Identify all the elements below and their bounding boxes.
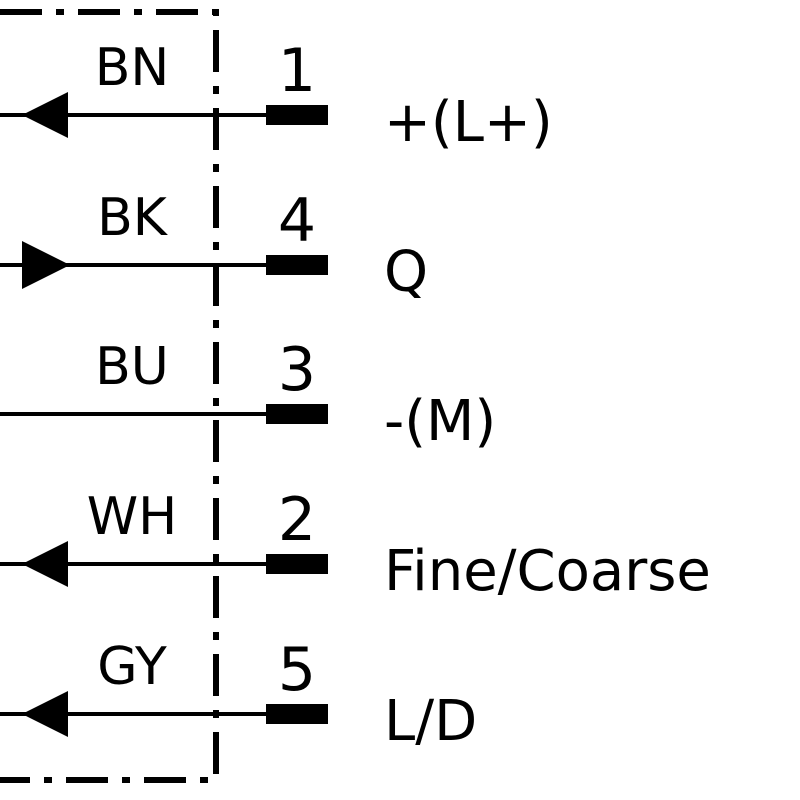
pin-number-label: 2 bbox=[278, 485, 316, 555]
wire-color-label: GY bbox=[97, 637, 167, 697]
wire-color-label: BU bbox=[95, 337, 169, 397]
pin-terminal bbox=[266, 554, 328, 574]
arrow-right-icon bbox=[22, 241, 70, 289]
housing-outline bbox=[0, 9, 219, 783]
pin-terminal bbox=[266, 105, 328, 125]
connection-row: BK 4Q bbox=[0, 186, 428, 305]
signal-label: -(M) bbox=[384, 389, 496, 454]
pin-number-label: 5 bbox=[278, 635, 316, 705]
signal-label: Q bbox=[384, 240, 428, 305]
arrow-left-icon bbox=[22, 691, 68, 737]
wire-color-label: WH bbox=[87, 487, 178, 547]
housing-boundary bbox=[0, 9, 219, 783]
arrow-left-icon bbox=[22, 92, 68, 138]
signal-label: +(L+) bbox=[384, 90, 553, 155]
pin-terminal bbox=[266, 404, 328, 424]
arrow-left-icon bbox=[22, 541, 68, 587]
connection-row: BN 1 +(L+) bbox=[0, 36, 553, 155]
signal-label: L/D bbox=[384, 689, 477, 754]
signal-label: Fine/Coarse bbox=[384, 539, 711, 604]
wire-color-label: BK bbox=[97, 188, 169, 248]
connection-row: GY 5L/D bbox=[0, 635, 477, 754]
pin-number-label: 3 bbox=[278, 335, 316, 405]
pin-terminal bbox=[266, 255, 328, 275]
pin-number-label: 1 bbox=[278, 36, 316, 106]
connection-row: BU 3 -(M) bbox=[0, 335, 496, 454]
pin-number-label: 4 bbox=[278, 186, 316, 256]
pin-terminal bbox=[266, 704, 328, 724]
wire-color-label: BN bbox=[95, 38, 170, 98]
